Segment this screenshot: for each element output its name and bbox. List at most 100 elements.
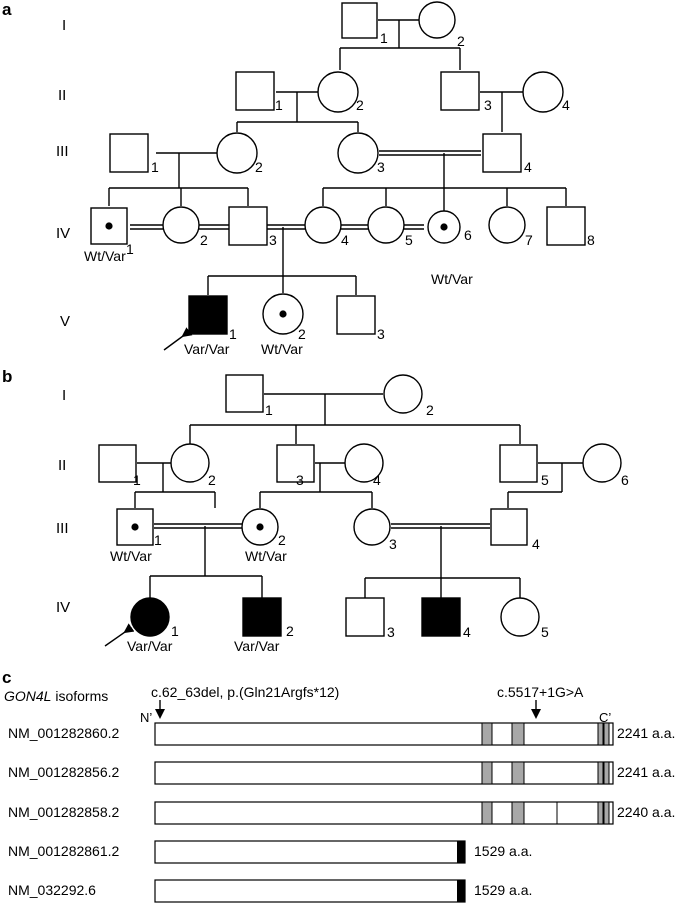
individual-number: 3: [377, 159, 385, 175]
male-symbol: [109, 133, 149, 173]
female-symbol: [367, 206, 405, 244]
individual-number: 4: [524, 159, 532, 175]
genotype-label: Var/Var: [234, 638, 280, 654]
pedigree-a: a I II III IV V: [2, 0, 595, 357]
individual-number: 2: [356, 97, 364, 113]
terminal-block: [457, 841, 465, 863]
individual-number: 4: [532, 536, 540, 552]
n-terminus-label: N’: [140, 710, 152, 725]
individual-number: 1: [265, 402, 273, 418]
individual-number: 1: [154, 532, 162, 548]
individual-number: 5: [405, 232, 413, 248]
proband-arrow: [163, 327, 193, 351]
individual-number: 7: [525, 232, 533, 248]
individual-number: 2: [255, 159, 263, 175]
domain-block: [597, 761, 604, 785]
individual-number: 3: [484, 97, 492, 113]
isoform-length: 2241 a.a.: [617, 764, 675, 780]
female-symbol: [317, 71, 359, 113]
affected-male-symbol: [188, 295, 228, 335]
generation-label: II: [58, 87, 66, 104]
male-symbol: [546, 206, 586, 246]
domain-block: [597, 722, 604, 746]
individual-number: 2: [286, 623, 294, 639]
female-symbol: [500, 597, 540, 637]
individual-number: 6: [464, 227, 472, 243]
domain-block: [603, 801, 610, 825]
panel-b-label: b: [2, 367, 12, 386]
affected-male-symbol: [421, 597, 461, 637]
genotype-label: Wt/Var: [84, 248, 126, 264]
c-terminus-label: C’: [599, 710, 611, 725]
domain-block: [597, 801, 604, 825]
individual-number: 4: [463, 624, 471, 640]
domain-block: [511, 722, 525, 746]
generation-label: III: [56, 520, 69, 537]
female-symbol: [353, 508, 391, 546]
male-symbol: [499, 444, 538, 483]
individual-number: 1: [133, 472, 141, 488]
female-symbol: [170, 443, 210, 483]
female-symbol: [337, 132, 379, 174]
generation-label: I: [62, 387, 66, 404]
mutation-label: c.62_63del, p.(Gln21Argfs*12): [151, 684, 339, 700]
carrier-dot: [440, 223, 448, 231]
individual-number: 3: [387, 624, 395, 640]
individual-number: 1: [229, 326, 237, 342]
female-symbol: [344, 443, 384, 483]
genotype-label: Var/Var: [184, 341, 230, 357]
individual-number: 1: [126, 241, 134, 257]
isoform-length: 1529 a.a.: [474, 882, 532, 898]
individual-number: 1: [380, 30, 388, 46]
isoform-row: NM_001282858.2 2240 a.a.: [8, 801, 675, 825]
isoform-row: NM_001282861.2 1529 a.a.: [8, 840, 532, 864]
carrier-dot: [279, 310, 287, 318]
male-symbol: [228, 206, 268, 246]
generation-label: IV: [56, 225, 70, 242]
female-symbol: [383, 374, 423, 414]
isoform-row: NM_001282860.2 2241 a.a.: [8, 722, 675, 746]
generation-label: I: [62, 17, 66, 34]
isoform-diagram: c GON4L isoforms c.62_63del, p.(Gln21Arg…: [2, 668, 675, 903]
male-symbol: [235, 71, 275, 111]
pedigree-lines: [134, 393, 583, 598]
protein-bar: [154, 761, 614, 785]
male-symbol: [440, 71, 480, 111]
isoform-id: NM_032292.6: [8, 882, 96, 898]
individual-number: 1: [275, 97, 283, 113]
female-symbol: [582, 443, 622, 483]
individual-number: 1: [171, 623, 179, 639]
male-symbol: [482, 133, 522, 173]
individual-number: 2: [298, 326, 306, 342]
individual-number: 4: [373, 472, 381, 488]
individual-number: 3: [377, 326, 385, 342]
affected-female-symbol: [130, 597, 170, 637]
carrier-dot: [256, 523, 264, 531]
mutation-label: c.5517+1G>A: [497, 684, 584, 700]
domain-block: [481, 761, 493, 785]
male-symbol: [336, 295, 376, 335]
domain-block: [511, 801, 525, 825]
individual-number: 4: [562, 97, 570, 113]
isoform-length: 2240 a.a.: [617, 804, 675, 820]
domain-block: [481, 722, 493, 746]
isoform-id: NM_001282856.2: [8, 764, 120, 780]
individual-number: 5: [541, 624, 549, 640]
female-symbol: [162, 206, 200, 244]
genotype-label: Wt/Var: [245, 548, 287, 564]
terminal-block: [457, 880, 465, 902]
genotype-label: Wt/Var: [261, 341, 303, 357]
individual-number: 3: [296, 472, 304, 488]
domain-block: [603, 722, 610, 746]
isoform-id: NM_001282861.2: [8, 843, 120, 859]
male-symbol: [341, 2, 378, 39]
generation-label: IV: [56, 599, 70, 616]
individual-number: 8: [587, 232, 595, 248]
individual-number: 3: [269, 232, 277, 248]
domain-block: [481, 801, 493, 825]
isoform-length: 2241 a.a.: [617, 725, 675, 741]
female-symbol: [488, 206, 526, 244]
carrier-dot: [131, 523, 139, 531]
male-symbol: [276, 444, 315, 483]
